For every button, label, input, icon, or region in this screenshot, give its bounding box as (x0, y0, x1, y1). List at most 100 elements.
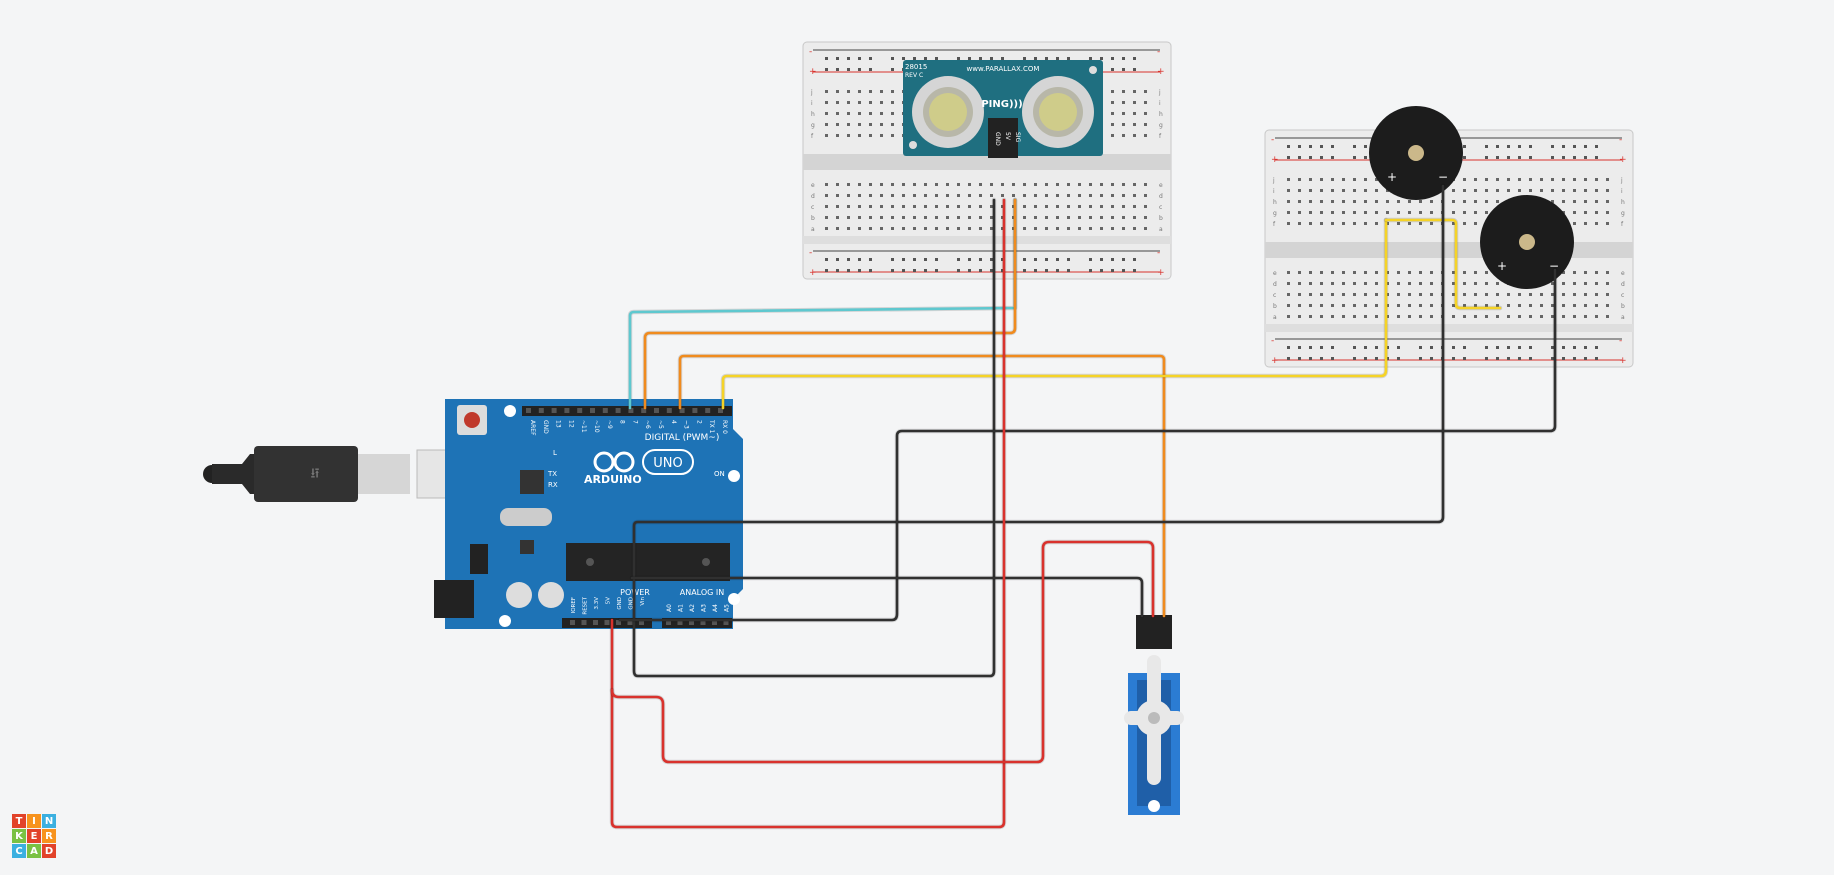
header-pin[interactable] (692, 408, 698, 413)
header-pin[interactable] (705, 408, 711, 413)
buzzer-1[interactable]: + − (1369, 106, 1463, 200)
header-pin[interactable] (526, 408, 531, 413)
sensor-5v-wire[interactable] (610, 198, 1006, 829)
header-pin[interactable] (551, 408, 557, 413)
header-pin[interactable] (666, 620, 671, 625)
header-pin[interactable] (616, 620, 621, 625)
header-pin[interactable] (689, 620, 694, 625)
trig-wire[interactable] (643, 198, 1017, 410)
row-letter: f (1621, 221, 1624, 228)
header-pin[interactable] (677, 620, 683, 625)
sensor-gnd-wire[interactable] (632, 184, 1445, 678)
row-letter: c (1273, 292, 1276, 299)
rail-sign: + (1157, 268, 1165, 278)
header-pin[interactable] (538, 408, 544, 413)
usb-cable[interactable]: ⭿ (203, 446, 488, 502)
row-letter: b (811, 215, 815, 222)
header-pin[interactable] (593, 620, 598, 625)
row-letter: b (1621, 303, 1625, 310)
buzzer-2[interactable]: + − (1480, 195, 1574, 289)
rail-sign: - (809, 47, 812, 57)
led-tx-label: TX (547, 470, 557, 478)
header-pin[interactable] (700, 620, 706, 625)
digital-pin-label: 8 (619, 420, 626, 424)
header-pin[interactable] (679, 408, 685, 413)
row-letter: j (1158, 89, 1161, 96)
digital-pin-label: AREF (529, 420, 536, 436)
row-letter: i (1273, 188, 1275, 195)
svg-text:−: − (1438, 170, 1448, 184)
led-rx-label: RX (548, 481, 558, 489)
analog-pin-label: A2 (689, 604, 696, 612)
header-pin[interactable] (602, 408, 608, 413)
header-pin[interactable] (627, 620, 633, 625)
ultrasonic-sensor[interactable]: www.PARALLAX.COM 28015 REV C PING))) GND… (903, 60, 1103, 158)
row-letter: i (1621, 188, 1623, 195)
header-pin[interactable] (570, 620, 575, 625)
header-pin[interactable] (718, 408, 723, 413)
header-pin[interactable] (577, 408, 583, 413)
digital-pin-label: ~10 (593, 420, 600, 433)
row-letter: d (1273, 281, 1277, 288)
buzzer-jumper[interactable] (1384, 218, 1502, 310)
row-letter: d (1159, 193, 1163, 200)
sensor-brand: PING))) (981, 99, 1022, 110)
row-letter: g (811, 122, 815, 129)
rail-sign: - (1271, 135, 1274, 145)
sensor-pin-5v: 5V (1004, 132, 1011, 141)
header-pin[interactable] (641, 408, 647, 413)
row-letter: f (1159, 133, 1162, 140)
buzzer-signal-wire[interactable] (721, 218, 1388, 410)
arduino-uno[interactable]: ARDUINO UNO DIGITAL (PWM~) POWER ANALOG … (434, 399, 743, 629)
header-pin[interactable] (628, 408, 634, 413)
header-pin[interactable] (590, 408, 595, 413)
arduino-model: UNO (653, 456, 682, 471)
header-pin[interactable] (564, 408, 570, 413)
servo-signal-wire[interactable] (678, 354, 1166, 618)
logo-letter: I (27, 814, 41, 828)
logo-letter: A (27, 844, 41, 858)
analog-pin-label: A5 (724, 604, 731, 612)
servo-motor[interactable] (1124, 615, 1184, 815)
header-pin[interactable] (615, 408, 621, 413)
analog-label: ANALOG IN (680, 588, 725, 597)
header-pin[interactable] (604, 620, 610, 625)
power-pin-label: RESET (583, 596, 589, 614)
logo-letter: N (42, 814, 56, 828)
row-letter: i (811, 100, 813, 107)
logo-letter: R (42, 829, 56, 843)
servo-gnd-wire[interactable] (630, 576, 1144, 618)
row-letter: a (811, 226, 815, 233)
row-letter: h (1159, 111, 1163, 118)
header-pin[interactable] (654, 408, 659, 413)
header-pin[interactable] (666, 408, 672, 413)
sig-wire[interactable] (628, 198, 1017, 410)
digital-pin-label: ~5 (657, 420, 664, 429)
row-letter: g (1273, 210, 1277, 217)
row-letter: a (1621, 314, 1625, 321)
arduino-brand: ARDUINO (584, 473, 642, 486)
sensor-model: 28015 (905, 63, 927, 71)
header-pin[interactable] (723, 620, 729, 625)
logo-letter: T (12, 814, 26, 828)
header-pin[interactable] (581, 620, 587, 625)
buzzer2-gnd-wire[interactable] (618, 268, 1557, 622)
tinkercad-logo: T I N K E R C A D (12, 814, 56, 858)
digital-pin-label: ~6 (644, 420, 651, 429)
row-letter: f (1273, 221, 1276, 228)
row-letter: h (811, 111, 815, 118)
analog-pin-label: A1 (678, 604, 685, 612)
row-letter: h (1621, 199, 1625, 206)
header-pin[interactable] (712, 620, 717, 625)
header-pin[interactable] (639, 620, 644, 625)
digital-pin-label: ~11 (580, 420, 587, 433)
rail-sign: + (1271, 155, 1279, 165)
rail-sign: - (1619, 135, 1622, 145)
digital-pin-label: 12 (567, 420, 574, 428)
digital-pin-label: RX 0 (721, 420, 728, 434)
row-letter: g (1159, 122, 1163, 129)
servo-5v-wire[interactable] (610, 540, 1155, 764)
row-letter: e (811, 182, 815, 189)
digital-pin-label: 2 (695, 420, 702, 424)
